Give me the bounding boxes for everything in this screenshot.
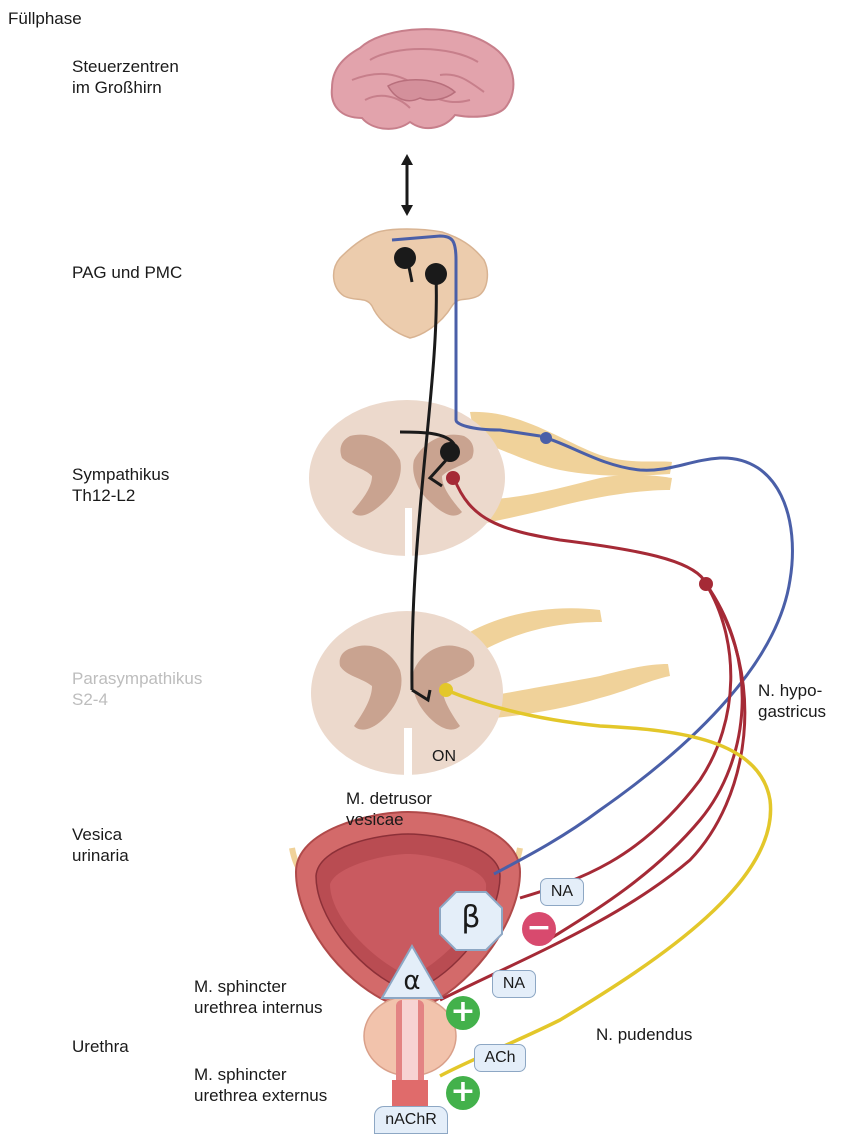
excitation-sign-externus-icon: + xyxy=(446,1076,480,1110)
afferent-pathway xyxy=(392,236,792,874)
onuf-nucleus-label: ON xyxy=(432,746,456,767)
n-hypogastricus-label: N. hypo- gastricus xyxy=(758,680,826,722)
afferent-ganglion xyxy=(540,432,552,444)
level-label-urethra: Urethra xyxy=(72,1036,129,1057)
urethra xyxy=(364,996,456,1110)
inhibition-sign-icon: − xyxy=(522,912,556,946)
diagram-title: Füllphase xyxy=(8,8,82,29)
sympathetic-interneuron-soma xyxy=(440,442,460,462)
sphincter-externus-label: M. sphincter urethrea externus xyxy=(194,1064,327,1106)
detrusor-label: M. detrusor vesicae xyxy=(346,788,432,830)
bidirectional-arrow-icon xyxy=(401,154,413,216)
n-pudendus-label: N. pudendus xyxy=(596,1024,692,1045)
excitation-sign-internus-icon: + xyxy=(446,996,480,1030)
level-label-parasympathetic: Parasympathikus S2-4 xyxy=(72,668,202,710)
level-label-sympathetic: Sympathikus Th12-L2 xyxy=(72,464,169,506)
nachr-receptor-badge: nAChR xyxy=(374,1106,448,1134)
beta-receptor-label: β xyxy=(438,900,504,935)
acetylcholine-badge: ACh xyxy=(474,1044,526,1072)
preganglionic-soma xyxy=(446,471,460,485)
level-label-pag: PAG und PMC xyxy=(72,262,182,283)
pag-neuron-soma xyxy=(394,247,416,269)
level-label-bladder: Vesica urinaria xyxy=(72,824,129,866)
sphincter-internus-label: M. sphincter urethrea internus xyxy=(194,976,323,1018)
noradrenaline-badge-beta: NA xyxy=(540,878,584,906)
spinal-cord-sacral xyxy=(311,608,670,776)
noradrenaline-badge-alpha: NA xyxy=(492,970,536,998)
onuf-motor-neuron xyxy=(439,683,453,697)
postganglionic-soma xyxy=(699,577,713,591)
brain-icon xyxy=(332,29,514,129)
level-label-cortex: Steuerzentren im Großhirn xyxy=(72,56,179,98)
spinal-cord-thoracolumbar xyxy=(309,400,672,556)
pmc-neuron-soma xyxy=(425,263,447,285)
brainstem-section xyxy=(334,229,488,338)
alpha-receptor-label: α xyxy=(380,966,444,996)
